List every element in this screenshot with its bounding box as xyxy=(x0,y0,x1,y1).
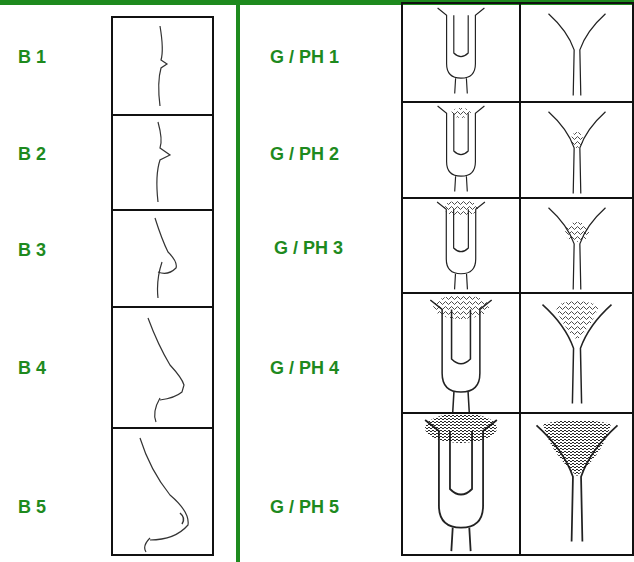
stage-label: B 3 xyxy=(18,241,46,259)
breast-profiles xyxy=(140,26,188,552)
stage-label: G / PH 3 xyxy=(274,239,343,257)
stage-label: G / PH 1 xyxy=(270,48,339,66)
stage-label: G / PH 4 xyxy=(270,359,339,377)
divider-rule xyxy=(236,0,240,562)
stage-label: B 2 xyxy=(18,145,46,163)
stage-label: B 5 xyxy=(18,498,46,516)
breast-boxes xyxy=(112,17,213,555)
gph-table xyxy=(402,3,633,555)
stage-label: G / PH 2 xyxy=(270,145,339,163)
male-figures xyxy=(425,8,497,551)
pubic-hair xyxy=(425,108,611,476)
female-figures xyxy=(537,14,618,542)
stage-label: G / PH 5 xyxy=(270,498,339,516)
stage-label: B 1 xyxy=(18,48,46,66)
stage-label: B 4 xyxy=(18,359,46,377)
